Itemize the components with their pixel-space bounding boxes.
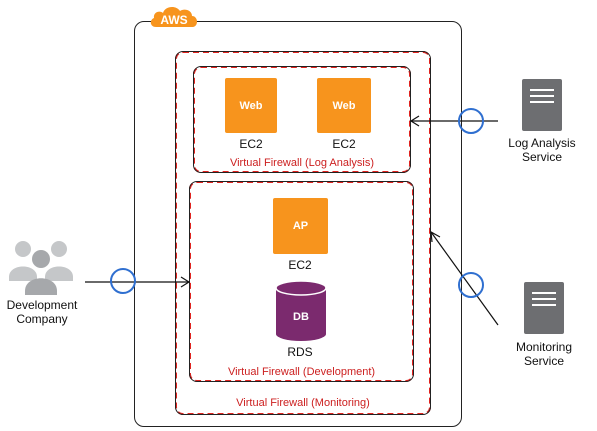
database-label: RDS [287,345,313,359]
firewall-development-label: Virtual Firewall (Development) [227,366,376,378]
aws-badge-text: AWS [160,13,187,27]
database-icon-text: DB [293,311,309,323]
monitoring-arrowhead [430,230,441,243]
web-server-2-icon-text: Web [332,99,356,112]
monitoring-service-line-2: Service [523,354,564,368]
web-server-1-label: EC2 [239,137,263,151]
web-server-2-label: EC2 [332,137,356,151]
ap-server-label: EC2 [288,258,312,272]
web-server-1-icon-text: Web [239,99,263,112]
aws-cloud-icon: AWS [150,7,198,27]
monitoring-server-icon [524,282,564,334]
development-company-line-2: Company [16,312,68,326]
database-icon: DB [275,280,327,341]
server-slot [532,298,556,300]
development-company-label: Development Company [0,298,84,326]
monitoring-access-point-circle [458,272,484,298]
log-analysis-arrowhead [409,115,420,127]
web-server-1-icon: Web [225,78,277,133]
monitoring-service-label: Monitoring Service [504,340,584,368]
dev-access-point-circle [110,268,136,294]
people-icon [9,241,73,295]
server-slot [532,304,556,306]
ap-server-icon: AP [273,198,328,254]
server-slot [530,101,554,103]
dev-arrowhead [180,276,191,288]
firewall-log-analysis-label: Virtual Firewall (Log Analysis) [229,157,375,169]
log-analysis-service-line-2: Service [521,150,562,164]
firewall-development [189,181,414,382]
aws-cloud-boundary [134,21,462,427]
server-slot [530,89,554,91]
server-slot [530,95,554,97]
ap-server-icon-text: AP [292,220,309,232]
server-slot [532,292,556,294]
log-analysis-service-line-1: Log Analysis [508,136,576,150]
web-server-2-icon: Web [317,78,371,133]
log-analysis-service-label: Log Analysis Service [502,136,582,164]
log-analysis-access-point-circle [458,108,484,134]
monitoring-service-line-1: Monitoring [515,340,573,354]
firewall-monitoring [175,51,431,415]
development-company-line-1: Development [6,298,78,312]
firewall-log-analysis [193,66,411,173]
log-analysis-server-icon [522,79,562,131]
firewall-monitoring-label: Virtual Firewall (Monitoring) [236,397,370,409]
